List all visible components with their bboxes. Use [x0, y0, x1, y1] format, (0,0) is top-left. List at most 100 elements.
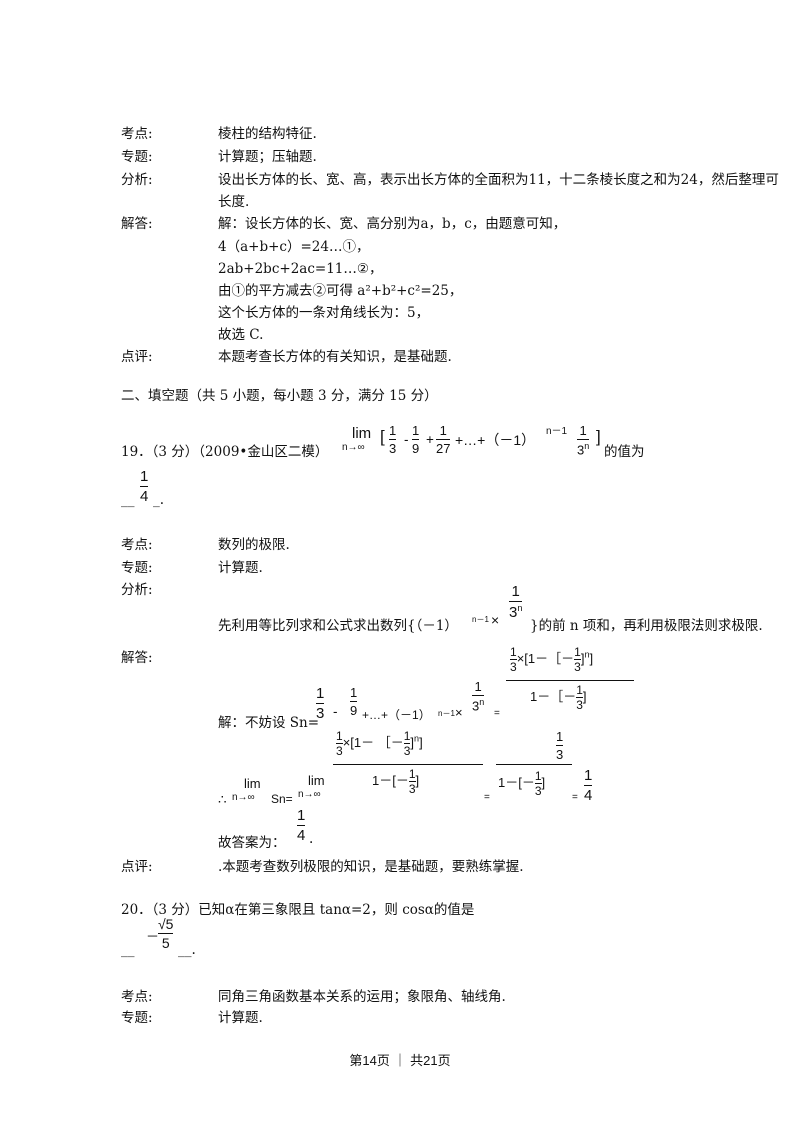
q19-answer2-num: 1 [297, 807, 306, 824]
q19-sn-d-close: ] [582, 688, 587, 704]
q19-plus: + [426, 432, 434, 447]
q19-lim-d-close: ] [415, 772, 420, 788]
q18-kaodian-label: 考点: [121, 126, 153, 142]
q18-jieda-line2: 4（a+b+c）=24…①， [218, 239, 370, 255]
q19-lim-d-den: 3 [408, 782, 416, 796]
q19-kaodian-label: 考点: [121, 537, 153, 553]
q19-sn-r-exp: n [584, 649, 590, 660]
q19-open-bracket: [ [380, 427, 385, 446]
q19-sn-termn-num: 1 [474, 679, 482, 694]
q19-answer-label: 故答案为： [218, 835, 286, 851]
q19-mid-d-num: 1 [534, 769, 542, 783]
q19-therefore: ∴ [218, 792, 227, 808]
q19-lim-n-den1: 3 [336, 744, 343, 758]
q20-zhuanti-label: 专题: [121, 1010, 153, 1026]
q19-sn-d-num: 1 [576, 683, 583, 697]
q19-mid-num: 1 [556, 729, 564, 744]
q18-fenxi-label: 分析: [121, 172, 153, 188]
q18-dianping-label: 点评: [121, 349, 153, 365]
q20-answer-num: √5 [158, 916, 174, 932]
q19-sn-term2-num: 1 [350, 685, 358, 700]
q19-sn-eq: = [494, 708, 500, 719]
q20-stem: 20．（3 分）已知α在第三象限且 tanα=2，则 cosα的值是 [121, 902, 475, 918]
q19-sn-term1-den: 3 [316, 705, 325, 722]
q19-fenxi-frac-num: 1 [511, 583, 520, 600]
q20-zhuanti: 计算题. [218, 1010, 263, 1026]
q19-blank-pre: __ [121, 492, 135, 508]
section-title: 二、填空题（共 5 小题，每小题 3 分，满分 15 分） [121, 388, 438, 404]
q18-zhuanti-label: 专题: [121, 149, 153, 165]
page-footer: 第14页 ｜ 共21页 [349, 1053, 451, 1068]
q19-kaodian: 数列的极限. [218, 537, 290, 553]
q19-term2-num: 1 [412, 423, 420, 438]
q19-dianping: .本题考查数列极限的知识，是基础题，要熟练掌握. [218, 859, 524, 875]
q19-final-num: 1 [584, 767, 593, 784]
q19-fenxi-pre: 先利用等比列求和公式求出数列{（－1） [218, 618, 458, 634]
q19-lim: lim [352, 425, 372, 442]
q19-final-den: 4 [584, 787, 593, 804]
q19-sn-r-num2: 1 [574, 645, 581, 659]
q19-lim-n-den2: 3 [403, 744, 411, 758]
q19-sn-prefix: 解：不妨设 Sn= [218, 715, 320, 731]
q19-answer2-den: 4 [297, 827, 306, 844]
q19-zhuanti-label: 专题: [121, 560, 153, 576]
q19-sn-exp: n－1 [438, 709, 455, 718]
q20-blank-post: __. [178, 942, 196, 958]
q18-dianping: 本题考查长方体的有关知识，是基础题. [218, 349, 452, 365]
q19-answer-period: . [309, 831, 314, 847]
q19-term3-num: 1 [439, 423, 447, 438]
q19-lim-n-num2: 1 [403, 729, 411, 743]
q19-sn-minus: - [333, 704, 338, 719]
q19-sn-r-close: ] [580, 650, 585, 666]
q18-zhuanti: 计算题；压轴题. [218, 149, 317, 165]
q18-fenxi-line2: 长度. [218, 194, 250, 210]
q19-eq3: = [572, 792, 578, 803]
q19-mid-d-close: ] [541, 774, 546, 790]
q20-answer-den: 5 [161, 935, 170, 951]
q20-answer-minus: － [146, 929, 160, 944]
q19-mid-den-n: 3 [556, 747, 564, 762]
q19-zhuanti: 计算题. [218, 560, 263, 576]
q19-term1-den: 3 [389, 441, 397, 456]
q19-blank-post: _. [153, 492, 165, 508]
q20-blank-pre: __ [121, 942, 135, 958]
q19-sn-r-mid: ×[1－［－ [516, 650, 575, 666]
q19-close-bracket: ] [596, 427, 601, 446]
q19-lim2-sub: n→∞ [232, 792, 255, 803]
q19-lim3-sub: n→∞ [298, 789, 321, 800]
q18-jieda-line5: 这个长方体的一条对角线长为：5， [218, 305, 430, 321]
q19-sn-r-den2: 3 [574, 660, 581, 674]
q19-lim2-sn: Sn= [271, 792, 293, 806]
q19-fenxi-exp: n－1 [472, 615, 489, 624]
q19-lim-sub: n→∞ [342, 442, 365, 453]
q19-sn-r-num1: 1 [510, 645, 517, 659]
q19-fenxi-label: 分析: [121, 582, 153, 598]
q19-term3-den: 27 [436, 441, 451, 456]
q18-fenxi-line1: 设出长方体的长、宽、高，表示出长方体的全面积为11，十二条棱长度之和为24，然后… [218, 172, 779, 188]
q18-jieda-line6: 故选 C. [218, 327, 264, 343]
q19-fenxi-frac-den-exp: n [517, 603, 523, 613]
q19-dots: +…+（－1） [455, 432, 536, 448]
q19-sn-d-pre: 1－［－ [530, 688, 577, 704]
q19-minus: - [404, 432, 409, 447]
q19-lim2: lim [244, 776, 261, 791]
q19-stem-suffix: 的值为 [604, 444, 645, 460]
q19-term1-num: 1 [389, 423, 397, 438]
q18-jieda-line3: 2ab+2bc+2ac=11…②， [218, 261, 383, 277]
q19-sn-result-bar [506, 680, 634, 681]
q19-lim-n-num1: 1 [336, 729, 343, 743]
